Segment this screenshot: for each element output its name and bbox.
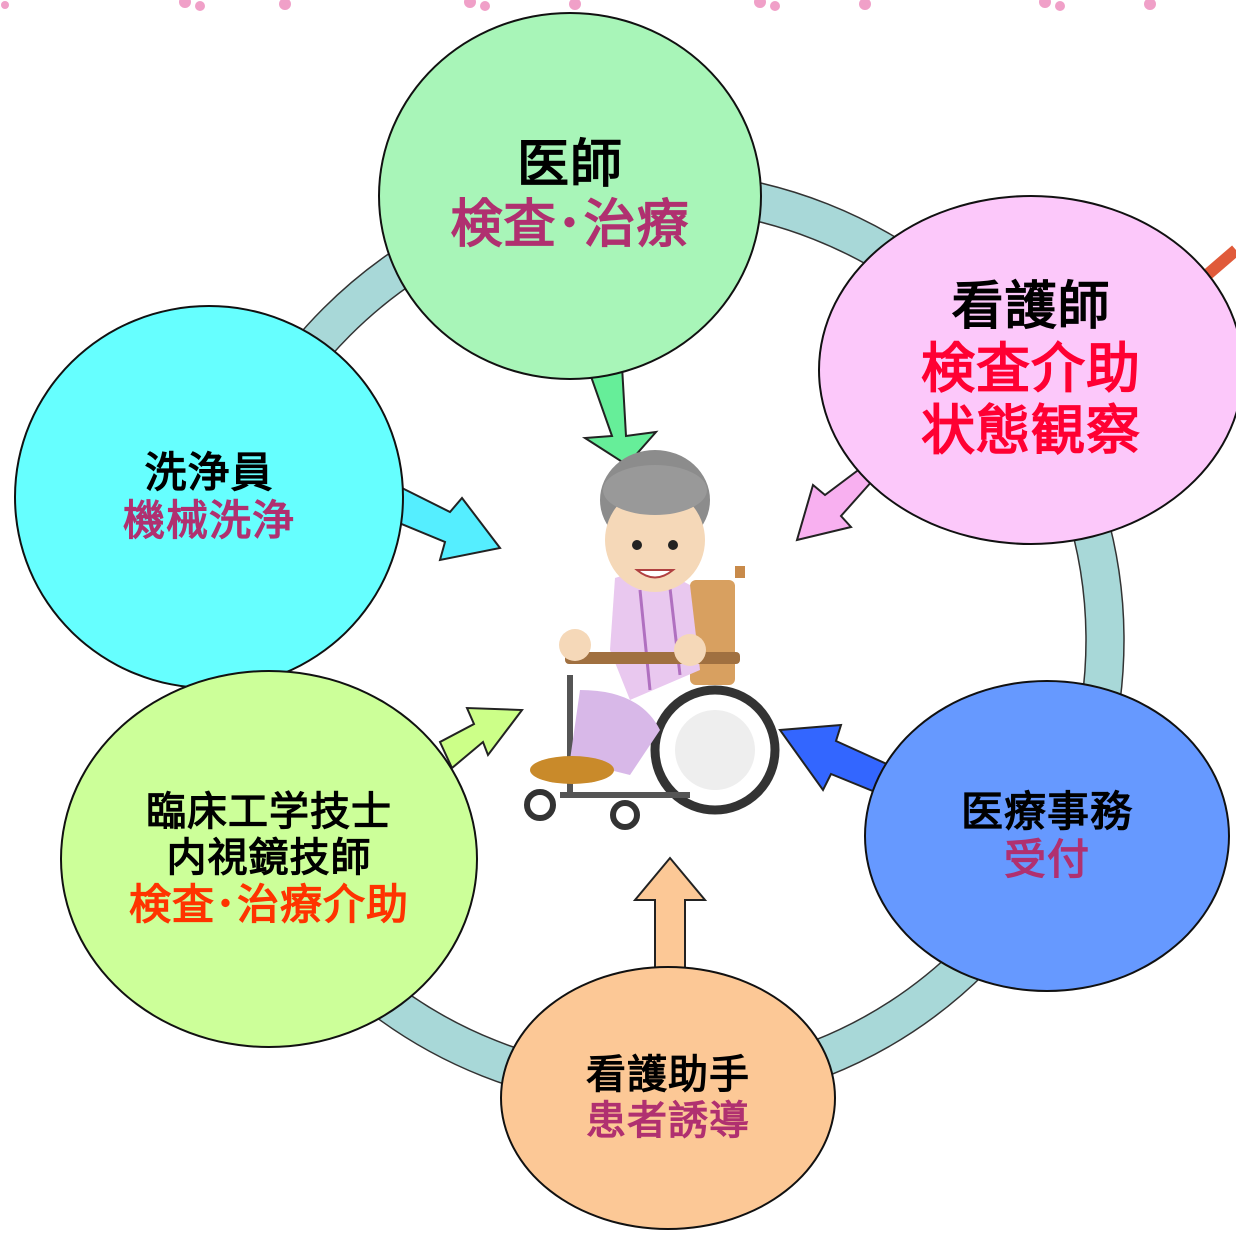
clerk-circle: 医療事務 受付 xyxy=(864,680,1230,992)
clerk-role: 受付 xyxy=(1003,835,1090,884)
nurse-title: 看護師 xyxy=(951,277,1111,337)
engineer-role: 検査･治療介助 xyxy=(128,879,409,929)
doctor-circle: 医師 検査･治療 xyxy=(378,12,762,380)
clerk-title: 医療事務 xyxy=(960,786,1133,836)
flower-border-decoration xyxy=(1,0,1156,11)
arrow-from-doctor xyxy=(581,364,659,467)
nurse-role-line1: 検査介助 xyxy=(921,336,1141,400)
arrow-from-engineer xyxy=(438,706,524,770)
cleaner-role: 機械洗浄 xyxy=(122,496,295,545)
assistant-circle: 看護助手 患者誘導 xyxy=(500,966,836,1230)
engineer-circle: 臨床工学技士 内視鏡技師 検査･治療介助 xyxy=(60,670,478,1048)
nurse-role-line2: 状態観察 xyxy=(921,398,1141,462)
nurse-circle: 看護師 検査介助 状態観察 xyxy=(818,195,1236,545)
engineer-title-line2: 内視鏡技師 xyxy=(166,834,372,881)
assistant-role: 患者誘導 xyxy=(586,1098,750,1144)
doctor-role: 検査･治療 xyxy=(450,195,690,255)
doctor-title: 医師 xyxy=(516,135,623,196)
arrow-from-cleaner xyxy=(390,486,502,562)
engineer-title-line1: 臨床工学技士 xyxy=(146,788,392,835)
assistant-title: 看護助手 xyxy=(586,1052,750,1098)
cleaner-circle: 洗浄員 機械洗浄 xyxy=(14,305,404,689)
cleaner-title: 洗浄員 xyxy=(144,447,274,497)
elderly-patient-in-wheelchair-icon xyxy=(524,450,780,830)
